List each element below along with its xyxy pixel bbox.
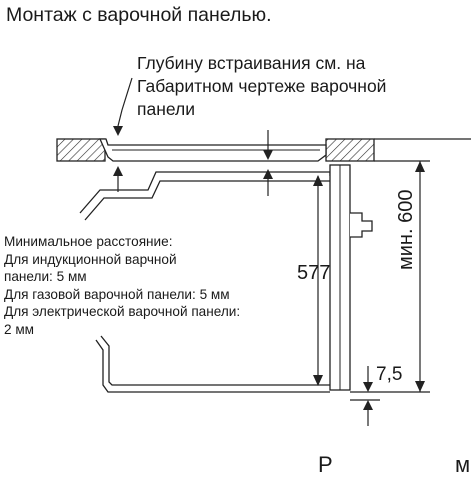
dim-577-arrow-bottom bbox=[313, 375, 323, 386]
callout-leader bbox=[117, 77, 133, 127]
min-distance-line: 2 мм bbox=[4, 321, 35, 337]
footer-glyph-right: м bbox=[455, 452, 471, 477]
min-distance-heading: Минимальное расстояние: bbox=[4, 234, 173, 249]
cabinet-upper-panel-inner bbox=[84, 180, 330, 221]
min-distance-line: Для электрической варочной панели: bbox=[4, 304, 241, 320]
callout-line-1: Глубину встраивания см. на bbox=[137, 53, 366, 73]
cabinet-lower-bracket-inner bbox=[100, 335, 330, 386]
callout-arrow-down bbox=[113, 126, 123, 136]
callout-line-3: панели bbox=[137, 99, 196, 119]
min-distance-line: панели: 5 мм bbox=[4, 269, 87, 285]
dim-577-arrow-top bbox=[313, 175, 323, 186]
depth-arrow-top bbox=[263, 150, 273, 160]
dim-7-5-arrow-bottom bbox=[363, 400, 373, 410]
dimension-577-label: 577 bbox=[297, 262, 331, 284]
min-distance-line: Для газовой варочной панели: 5 мм bbox=[4, 286, 230, 302]
min-distance-block: Минимальное расстояние: Для индукционной… bbox=[4, 233, 304, 339]
oven-handle bbox=[350, 212, 373, 238]
cabinet-lower-bracket bbox=[95, 339, 330, 393]
footer-glyph-left: Р bbox=[318, 452, 333, 477]
dimension-600-label: мин. 600 bbox=[395, 189, 417, 270]
dim-600-arrow-bottom bbox=[415, 381, 425, 392]
dim-600-arrow-top bbox=[415, 161, 425, 172]
depth-arrow-bottom bbox=[263, 169, 273, 179]
callout-arrow-up bbox=[113, 166, 123, 176]
min-distance-line: Для индукционной варчной bbox=[4, 251, 177, 267]
dim-7-5-arrow-top bbox=[363, 382, 373, 392]
worktop-right-section bbox=[325, 138, 375, 162]
worktop-left-section bbox=[56, 138, 106, 162]
callout-line-2: Габаритном чертеже варочной bbox=[137, 76, 387, 96]
dimension-7-5-label: 7,5 bbox=[376, 364, 403, 385]
page-title: Монтаж с варочной панелью. bbox=[6, 4, 272, 26]
